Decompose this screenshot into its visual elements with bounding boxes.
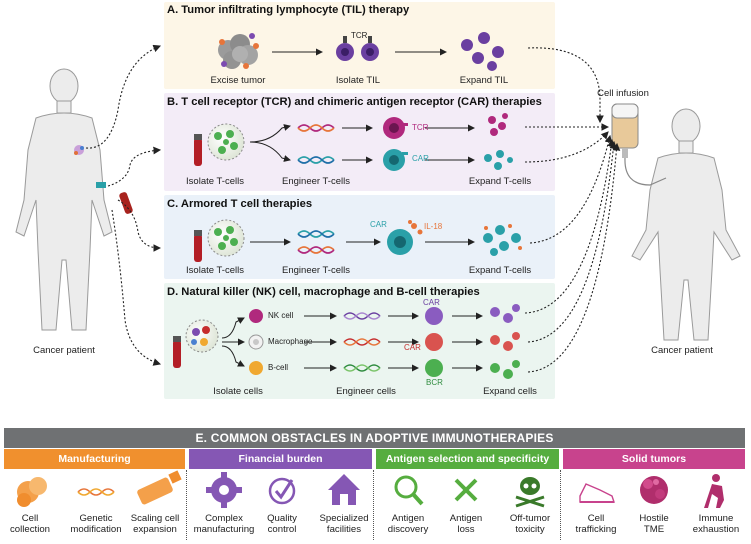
off-tumor-toxicity-icon	[515, 477, 545, 508]
category-manufacturing: Manufacturing	[4, 449, 185, 469]
step-isolate-tcells-b: Isolate T-cells	[186, 176, 244, 187]
step-isolate-tcells-c: Isolate T-cells	[186, 265, 244, 276]
step-expand-tcells-b: Expand T-cells	[468, 176, 532, 187]
expanded-nk-cells	[490, 304, 520, 323]
right-patient-label: Cancer patient	[651, 345, 713, 356]
left-patient-figure	[15, 68, 113, 331]
immune-exhaustion-icon	[704, 474, 724, 508]
macrophage-label: Macrophage	[268, 337, 313, 346]
step-engineer-tcells-b: Engineer T-cells	[282, 176, 350, 187]
tcr-tag-a: TCR	[351, 31, 368, 40]
engineered-nk-cell	[425, 307, 443, 325]
panel-a-tumor-icon	[218, 33, 259, 69]
obstacle-scaling-cell-expansion: Scaling cell expansion	[130, 513, 180, 535]
panel-d-tube-icon	[173, 336, 181, 368]
tcr-tag-b: TCR	[412, 123, 429, 132]
panel-d-title: D. Natural killer (NK) cell, macrophage …	[167, 286, 480, 298]
step-engineer-tcells-c: Engineer T-cells	[282, 265, 350, 276]
engineered-b-cell	[425, 359, 443, 377]
step-engineer-cells: Engineer cells	[336, 386, 396, 397]
obstacle-cell-trafficking: Cell trafficking	[575, 513, 617, 535]
step-isolate-til: Isolate TIL	[335, 75, 381, 86]
car-tag-c: CAR	[370, 220, 387, 229]
divider-2	[373, 470, 374, 540]
panel-b-expanded-car	[484, 150, 513, 170]
panel-c-expanded-cells	[483, 224, 522, 256]
infusion-arrows	[524, 47, 621, 373]
nk-cell-label: NK cell	[268, 311, 294, 320]
obstacle-complex-manufacturing: Complex manufacturing	[193, 513, 255, 535]
obstacle-hostile-tme: Hostile TME	[639, 513, 669, 535]
obstacle-genetic-modification: Genetic modification	[70, 513, 122, 535]
step-expand-tcells-c: Expand T-cells	[468, 265, 532, 276]
step-expand-til: Expand TIL	[459, 75, 509, 86]
obstacle-cell-collection: Cell collection	[10, 513, 50, 535]
obstacles-header: E. COMMON OBSTACLES IN ADOPTIVE IMMUNOTH…	[4, 428, 745, 448]
panel-d-sample-dish	[185, 319, 219, 353]
patient-arrows	[85, 44, 162, 366]
panel-a-title: A. Tumor infiltrating lymphocyte (TIL) t…	[167, 4, 410, 16]
b-cell-icon	[249, 361, 263, 375]
step-expand-cells: Expand cells	[483, 386, 537, 397]
obstacle-antigen-discovery: Antigen discovery	[387, 513, 429, 535]
category-solid-tumors: Solid tumors	[563, 449, 745, 469]
panel-b-dna-top	[297, 124, 335, 132]
obstacles-title: E. COMMON OBSTACLES IN ADOPTIVE IMMUNOTH…	[195, 431, 554, 445]
panel-d	[164, 283, 555, 399]
nk-cell-icon	[249, 309, 263, 323]
car-tag-b: CAR	[412, 154, 429, 163]
panel-a-til-cells	[336, 36, 379, 61]
antigen-discovery-icon	[394, 475, 424, 506]
obstacle-immune-exhaustion: Immune exhaustion	[692, 513, 740, 535]
cell-infusion-label: Cell infusion	[597, 88, 649, 99]
iv-bag-icon	[611, 103, 667, 186]
quality-control-icon	[268, 477, 296, 505]
panel-c-armored-cell	[387, 220, 423, 255]
right-patient-figure	[631, 108, 741, 341]
cell-collection-icon	[17, 477, 47, 507]
panel-b-car-cell	[383, 149, 408, 171]
antigen-loss-icon	[454, 478, 478, 502]
left-patient-label: Cancer patient	[33, 345, 95, 356]
cell-trafficking-icon	[579, 483, 615, 503]
panel-c-tube-icon	[194, 230, 202, 262]
step-isolate-cells: Isolate cells	[213, 386, 263, 397]
il18-tag: IL-18	[424, 222, 443, 231]
engineered-macrophage	[425, 333, 443, 351]
divider-3	[560, 470, 561, 540]
panel-b-tube-icon	[194, 134, 202, 166]
bcr-tag: BCR	[426, 378, 443, 387]
scaling-cell-expansion-icon	[137, 470, 182, 505]
category-financial-burden: Financial burden	[189, 449, 372, 469]
obstacle-antigen-loss: Antigen loss	[449, 513, 483, 535]
category-antigen-selection: Antigen selection and specificity	[376, 449, 559, 469]
expanded-b-cells	[490, 360, 520, 379]
specialized-facilities-icon	[328, 474, 360, 505]
panel-c-title: C. Armored T cell therapies	[167, 198, 313, 210]
blood-draw-icon	[96, 182, 133, 214]
panel-b-dna-bottom	[297, 156, 335, 164]
panel-d-dna-strands	[343, 312, 381, 372]
panel-b-tcr-cell	[383, 117, 408, 139]
hostile-tme-icon	[640, 476, 668, 504]
panel-a-expanded-til	[461, 32, 504, 71]
obstacle-specialized-facilities: Specialized facilities	[319, 513, 369, 535]
expanded-macrophages	[490, 332, 520, 351]
obstacle-quality-control: Quality control	[267, 513, 297, 535]
b-cell-label: B-cell	[268, 363, 289, 372]
panel-c-dna	[297, 230, 335, 254]
car-tag-d2: CAR	[404, 343, 421, 352]
step-excise-tumor: Excise tumor	[210, 75, 266, 86]
genetic-modification-icon	[77, 488, 115, 496]
car-tag-d1: CAR	[423, 298, 440, 307]
complex-manufacturing-icon	[206, 472, 242, 508]
tumor-on-patient-icon	[74, 145, 84, 155]
panel-b-expanded-tcr	[488, 113, 508, 136]
divider-1	[186, 470, 187, 540]
obstacle-off-tumor-toxicity: Off-tumor toxicity	[509, 513, 551, 535]
panel-b-title: B. T cell receptor (TCR) and chimeric an…	[167, 96, 542, 108]
